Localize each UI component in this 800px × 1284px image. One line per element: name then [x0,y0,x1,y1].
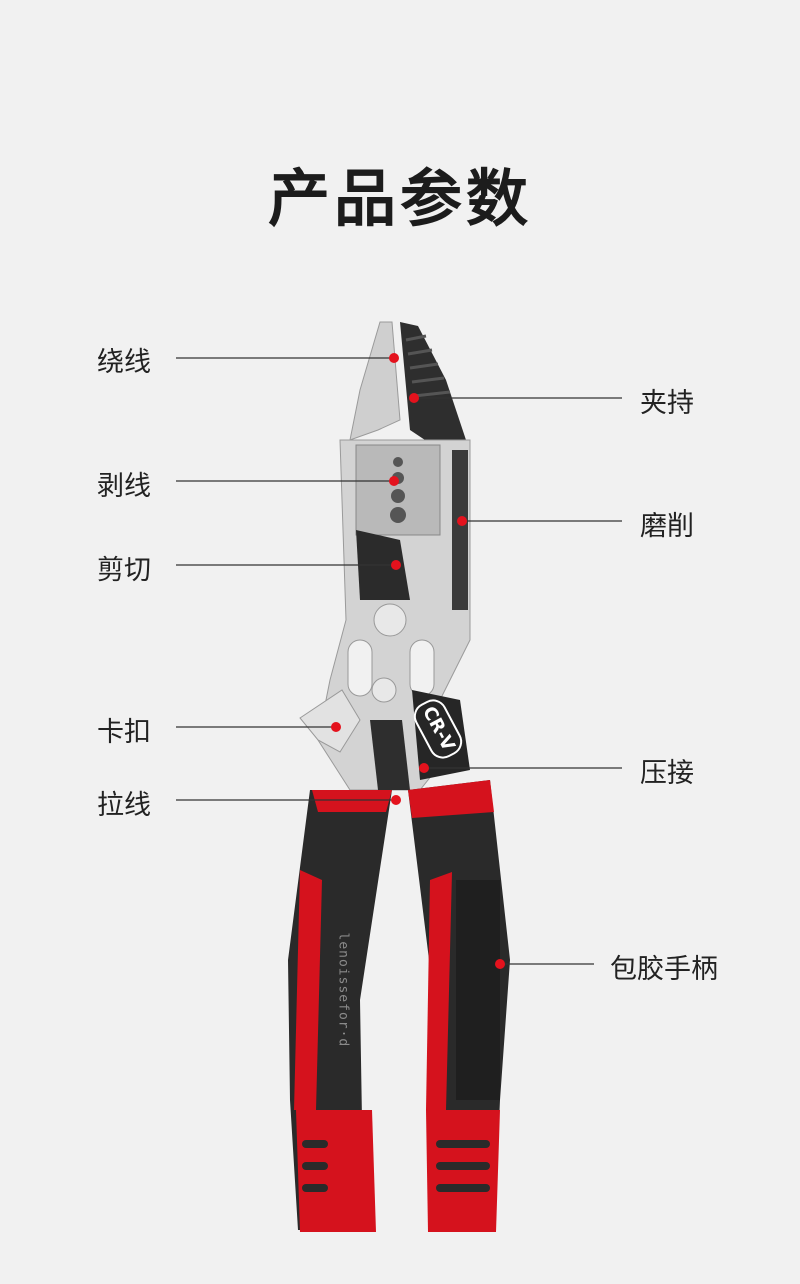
dot-stripping [389,476,399,486]
left-handle-stripe [294,870,322,1110]
right-handle-stripe [426,872,452,1110]
left-handle-trim [312,790,392,812]
pivot-rivet [373,603,407,637]
dot-handle [495,959,505,969]
head-slot-right [409,639,435,697]
feature-label-latch: 卡扣 [97,717,151,748]
left-handle-tip [296,1110,376,1232]
head-slot-left [347,639,373,697]
dot-filing [457,516,467,526]
feature-label-handle: 包胶手柄 [610,954,718,985]
page-title: 产品参数 [267,162,532,235]
latch-lever [299,689,361,753]
handle-engraving: lenoissefor·d [335,932,351,1048]
right-handle-tip [426,1110,500,1232]
dot-clamping [409,393,419,403]
feature-dots [331,353,505,969]
dot-crimping [419,763,429,773]
pliers-nose-left [349,321,401,441]
pliers-jaw-teeth [405,334,451,398]
dot-pulling [391,795,401,805]
feature-label-filing: 磨削 [640,511,694,542]
feature-label-cutting: 剪切 [97,555,151,586]
feature-label-clamping: 夹持 [640,388,694,419]
handle-tip-grooves [302,1140,490,1192]
stripping-holes [390,457,406,523]
dot-winding [389,353,399,363]
file-strip [452,450,468,610]
feature-label-crimping: 压接 [640,758,694,789]
feature-label-stripping: 剥线 [97,471,151,502]
grip-texture [456,880,500,1100]
crimp-block [412,690,470,780]
dot-latch [331,722,341,732]
crimp-jaw [370,720,410,790]
dot-cutting [391,560,401,570]
feature-label-winding: 绕线 [97,347,151,378]
lower-rivet [371,677,397,703]
right-handle-trim [408,780,494,818]
feature-label-pulling: 拉线 [97,790,151,821]
leader-lines [176,357,622,965]
pliers-nose-right [400,322,466,450]
